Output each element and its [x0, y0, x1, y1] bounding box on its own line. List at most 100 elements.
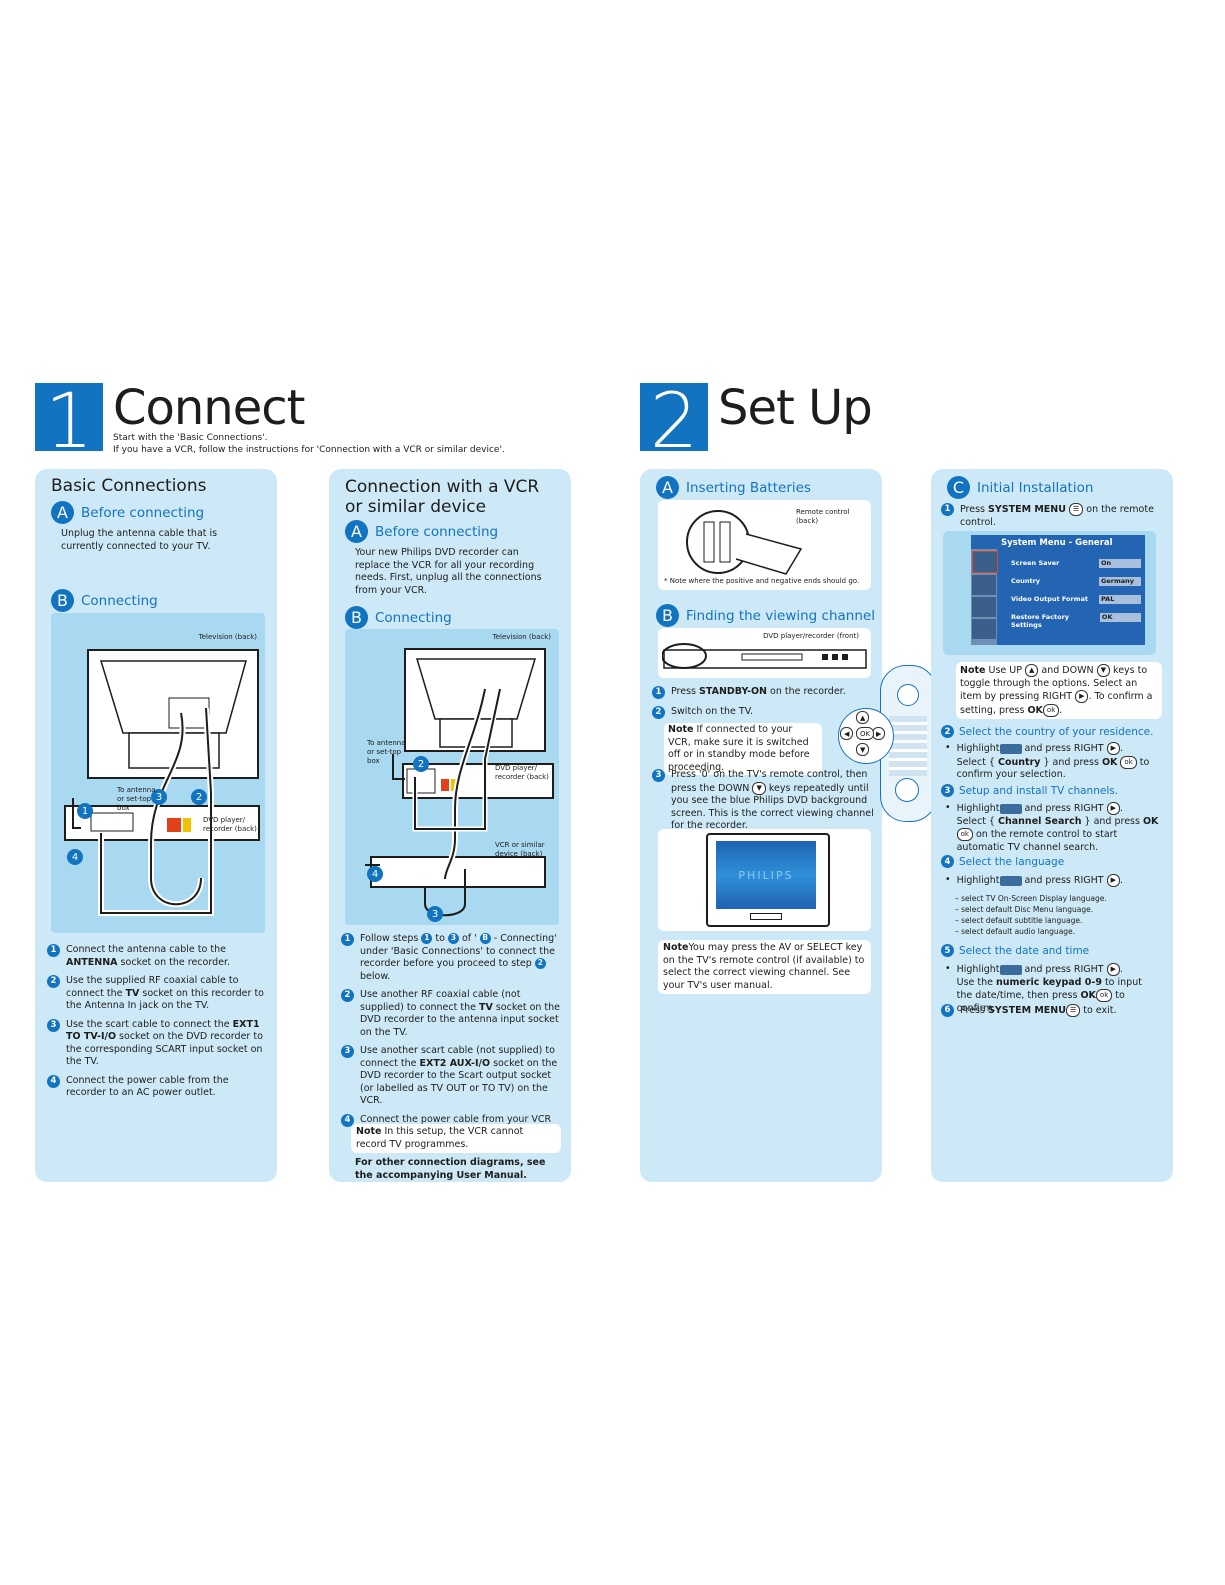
- dvd-front-label: DVD player/recorder (front): [763, 632, 859, 640]
- install-step-4-body: • Highlight and press RIGHT ▶.: [945, 874, 1124, 887]
- diagram-step-3-badge: 3: [427, 906, 443, 922]
- dvd-front-illustration: [662, 643, 867, 669]
- language-menu-icon: [999, 875, 1022, 886]
- system-menu-title: System Menu - General: [1001, 538, 1113, 548]
- diagram-step-4-badge: 4: [67, 849, 83, 865]
- left-key-icon: ◀: [840, 727, 854, 740]
- philips-screen: PHILIPS: [716, 841, 816, 909]
- vcr-connection-diagram: Television (back) 2 4 3 To antenna or se…: [345, 629, 559, 925]
- system-menu-icon: [897, 684, 919, 706]
- install-step-6: 6 Press SYSTEM MENU☰ to exit.: [941, 1004, 1163, 1018]
- ok-key-icon: ok: [1095, 989, 1113, 1002]
- battery-illustration-box: Remote control (back) * Note where the p…: [658, 500, 871, 590]
- dvd-back-label: DVD player/ recorder (back): [495, 764, 549, 781]
- section-1-intro: Start with the 'Basic Connections'. If y…: [113, 433, 505, 455]
- ok-key-icon: ok: [1120, 755, 1137, 769]
- section-1-title: Connect: [113, 380, 305, 436]
- basic-step-3: 3 Use the scart cable to connect the EXT…: [47, 1018, 269, 1069]
- section-2-title: Set Up: [718, 380, 873, 436]
- language-options-list: – select TV On-Screen Display language. …: [955, 894, 1107, 936]
- diagram-step-1-badge: 1: [77, 803, 93, 819]
- setup-ab-panel: A Inserting Batteries Remote control (ba…: [640, 469, 882, 1182]
- vcr-step-2: 2 Use another RF coaxial cable (not supp…: [341, 989, 563, 1039]
- menu-icon-column: [971, 549, 998, 645]
- av-select-note: NoteYou may press the AV or SELECT key o…: [658, 940, 871, 994]
- vcr-steps-list: 1 Follow steps 1 to 3 of ' B - Connectin…: [341, 933, 563, 1145]
- basic-step-1: 1 Connect the antenna cable to the ANTEN…: [47, 944, 269, 969]
- basic-step-2: 2 Use the supplied RF coaxial cable to c…: [47, 975, 269, 1013]
- diagram-step-2-badge: 2: [191, 789, 207, 805]
- step-a-text: Unplug the antenna cable that is current…: [61, 528, 218, 552]
- antenna-label: To antenna or set-top box: [367, 739, 406, 765]
- language-icon: [972, 597, 996, 617]
- step-a-text: Your new Philips DVD recorder can replac…: [355, 547, 542, 596]
- diagram-step-2-badge: 2: [413, 756, 429, 772]
- standby-note: Note If connected to your VCR, make sure…: [664, 723, 822, 775]
- letter-c-badge: C: [947, 476, 970, 499]
- general-menu-icon: [999, 743, 1022, 754]
- dvd-front-box: DVD player/recorder (front): [658, 628, 871, 678]
- battery-note: * Note where the positive and negative e…: [664, 577, 860, 585]
- basic-steps-list: 1 Connect the antenna cable to the ANTEN…: [47, 944, 269, 1106]
- up-key-icon: ▲: [856, 711, 870, 724]
- connection-diagram-illustration: [64, 649, 260, 916]
- tv-illustration: PHILIPS: [706, 833, 830, 927]
- tv-screen-box: PHILIPS: [658, 829, 871, 931]
- battery-icon: [686, 510, 803, 575]
- step-c-heading: C Initial Installation: [947, 476, 1093, 499]
- letter-a-badge: A: [51, 501, 74, 524]
- remote-keypad: [889, 716, 927, 776]
- ok-key-icon: OK: [856, 727, 875, 740]
- date-icon: [972, 619, 996, 639]
- navigation-note: Note Use UP ▲ and DOWN ▼ keys to toggle …: [956, 662, 1162, 719]
- remote-back-label: Remote control (back): [796, 508, 850, 525]
- step-a-heading: A Before connecting: [345, 520, 498, 543]
- vcr-back-label: VCR or similar device (back): [495, 841, 545, 858]
- install-step-5-body: • Highlight and press RIGHT ▶.Use the nu…: [945, 963, 1142, 1014]
- tv-stand: [750, 913, 782, 920]
- letter-a-badge: A: [345, 520, 368, 543]
- dvd-back-label: DVD player/ recorder (back): [203, 816, 257, 833]
- ok-key-icon: ok: [1042, 703, 1060, 717]
- right-key-icon: ▶: [1106, 802, 1121, 815]
- record-icon: [895, 778, 919, 802]
- tv-back-label: Television (back): [492, 633, 551, 641]
- initial-installation-panel: C Initial Installation 1 Press SYSTEM ME…: [931, 469, 1173, 1182]
- menu-key-icon: ☰: [1065, 1004, 1081, 1017]
- finding-channel-steps: 1 Press STANDBY-ON on the recorder. 2 Sw…: [652, 686, 874, 725]
- step-b-heading: B Connecting: [51, 589, 158, 612]
- letter-a-badge: A: [656, 476, 679, 499]
- vcr-step-3: 3 Use another scart cable (not supplied)…: [341, 1045, 563, 1108]
- basic-step-4: 4 Connect the power cable from the recor…: [47, 1074, 269, 1100]
- right-key-icon: ▶: [1075, 690, 1089, 703]
- ok-key-icon: ok: [956, 828, 973, 841]
- menu-key-icon: ☰: [1068, 503, 1084, 516]
- letter-b-badge: B: [345, 606, 368, 629]
- install-step-2-body: • Highlight and press RIGHT ▶.Select { C…: [945, 742, 1150, 780]
- vcr-connection-panel: Connection with a VCR or similar device …: [329, 469, 571, 1182]
- step-a-heading: A Before connecting: [51, 501, 204, 524]
- down-key-icon: ▼: [1096, 664, 1111, 677]
- vcr-footer: For other connection diagrams, see the a…: [355, 1157, 546, 1181]
- panel-title: Connection with a VCR or similar device: [345, 477, 540, 517]
- general-icon: [972, 551, 998, 573]
- right-key-icon: ▶: [1106, 963, 1121, 976]
- vcr-note: Note In this setup, the VCR cannot recor…: [351, 1124, 561, 1153]
- right-key-icon: ▶: [1106, 874, 1121, 887]
- antenna-label: To antenna or set-top box: [117, 786, 156, 812]
- install-step-3-body: • Highlight and press RIGHT ▶.Select { C…: [945, 802, 1159, 853]
- letter-b-badge: B: [656, 604, 679, 627]
- basic-connections-panel: Basic Connections A Before connecting Un…: [35, 469, 277, 1182]
- finding-step-2: 2 Switch on the TV.: [652, 706, 874, 719]
- up-key-icon: ▲: [1024, 664, 1039, 677]
